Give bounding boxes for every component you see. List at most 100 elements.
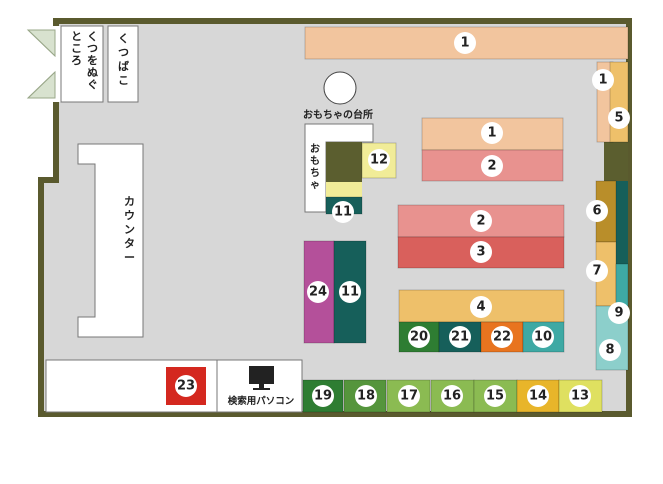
counter-shape xyxy=(77,143,144,338)
shelf-1-badge xyxy=(592,69,614,91)
shoe-off-line2c: ろ xyxy=(71,54,82,67)
shelf-6-label: 6 xyxy=(592,204,601,219)
shelf-11-badge xyxy=(339,281,361,303)
round-table xyxy=(323,71,357,105)
shelf-1-badge xyxy=(481,122,503,144)
shelf-20-badge xyxy=(408,326,430,348)
shelf-1-badge xyxy=(454,32,476,54)
toy-area-label: おもちゃの台所 xyxy=(303,108,373,121)
shelf-7-label: 7 xyxy=(592,264,601,279)
shelf-18-label: 18 xyxy=(357,389,375,404)
door-line xyxy=(27,71,56,99)
shoe-box-frame xyxy=(107,25,139,103)
entrance xyxy=(25,26,61,102)
shoe-box-c1: く xyxy=(118,32,129,45)
shelf-3-badge xyxy=(470,241,492,263)
shelf-15-label: 15 xyxy=(486,389,504,404)
shelf-23-label: 23 xyxy=(177,379,195,394)
counter: カ ウ ン タ ー xyxy=(77,143,144,338)
shelf-2-badge xyxy=(481,155,503,177)
counter-label: カ ウ ン タ ー xyxy=(124,195,139,264)
shelf-20-label: 20 xyxy=(410,330,428,345)
shelf-2-label: 2 xyxy=(476,214,485,229)
shoe-off-line1e: ぐ xyxy=(87,78,98,91)
shelf-13-label: 13 xyxy=(571,389,589,404)
shoe-box-c4: こ xyxy=(118,74,129,87)
shoe-off-line2b: こ xyxy=(71,42,82,55)
shelf-12-badge xyxy=(368,149,390,171)
shelf-16-badge xyxy=(441,385,463,407)
shoe-off-label: く つ を ぬ ぐ と こ ろ xyxy=(71,30,102,91)
shelf-21-label: 21 xyxy=(451,330,469,345)
shelf-24-label: 24 xyxy=(309,285,327,300)
shelf-4-label: 4 xyxy=(476,300,485,315)
toy-c4: ゃ xyxy=(310,180,320,191)
shelf-1-label: 1 xyxy=(598,73,607,88)
pc-icon xyxy=(249,366,274,390)
shoe-off-box xyxy=(60,25,104,103)
counter-c5: ー xyxy=(124,251,135,264)
shelf-9-label: 9 xyxy=(614,306,623,321)
toy-c2: も xyxy=(310,155,320,167)
shelf-16-label: 16 xyxy=(443,389,461,404)
toy-block xyxy=(326,142,362,182)
shelf-19-label: 19 xyxy=(314,389,332,404)
search-pc-label: 検索用パソコン xyxy=(228,395,295,407)
counter-c4: タ xyxy=(124,237,135,250)
shelf-5-badge xyxy=(608,107,630,129)
shelf-18-badge xyxy=(355,385,377,407)
toy-label: お も ち ゃ xyxy=(310,143,323,191)
shelf-4-badge xyxy=(470,296,492,318)
shelf-8-badge xyxy=(599,339,621,361)
shelf-14-badge xyxy=(527,385,549,407)
toy-area: おもちゃの台所 お も ち ゃ xyxy=(303,71,374,213)
shoe-box-c2: つ xyxy=(118,46,129,59)
shelf-1-label: 1 xyxy=(487,126,496,141)
shelf-7-badge xyxy=(586,260,608,282)
shelf-8-label: 8 xyxy=(605,343,614,358)
door-line xyxy=(27,29,56,57)
shelf-22-badge xyxy=(491,326,513,348)
shelf-5[interactable] xyxy=(609,61,629,143)
shelf-11-label: 11 xyxy=(334,205,352,220)
counter-c3: ン xyxy=(124,223,135,236)
shoe-off-line1: く xyxy=(87,30,98,43)
shelf-2-label: 2 xyxy=(487,159,496,174)
shelf-12-label: 12 xyxy=(370,153,388,168)
counter-c2: ウ xyxy=(124,209,135,222)
shelf-21-badge xyxy=(449,326,471,348)
toy-c1: お xyxy=(310,143,320,155)
shoe-off-area: く つ を ぬ ぐ と こ ろ xyxy=(60,25,104,103)
shoe-box-label: く つ ば こ xyxy=(118,32,133,87)
shoe-off-line1b: つ xyxy=(87,42,98,55)
shelf-11-label: 11 xyxy=(341,285,359,300)
shelf-9-badge xyxy=(608,302,630,324)
shelf-11-badge xyxy=(332,201,354,223)
shelf-3-label: 3 xyxy=(476,245,485,260)
shelf-24-badge xyxy=(307,281,329,303)
shelf-15-badge xyxy=(484,385,506,407)
shoe-box: く つ ば こ xyxy=(107,25,139,103)
shelf-10-label: 10 xyxy=(534,330,552,345)
shelf-10-badge xyxy=(532,326,554,348)
shelf-6-side xyxy=(613,181,628,264)
shelf-13-badge xyxy=(569,385,591,407)
shelf-17-label: 17 xyxy=(400,389,418,404)
shoe-off-line2a: と xyxy=(71,30,82,43)
shelf-14-label: 14 xyxy=(529,389,547,404)
shelf-17-badge xyxy=(398,385,420,407)
toy-c3: ち xyxy=(310,167,320,179)
corner-block xyxy=(604,142,628,181)
shelf-19-badge xyxy=(312,385,334,407)
counter-c1: カ xyxy=(124,195,135,208)
shoe-off-line1c: を xyxy=(87,54,98,67)
shoe-box-c3: ば xyxy=(118,59,129,73)
shelf-22-label: 22 xyxy=(493,330,511,345)
shelf-2-badge xyxy=(470,210,492,232)
bottom-counter: 23 検索用パソコン xyxy=(45,359,303,413)
shelf-23-badge xyxy=(175,375,197,397)
shelf-11-top xyxy=(326,182,362,197)
shelf-1-label: 1 xyxy=(460,36,469,51)
